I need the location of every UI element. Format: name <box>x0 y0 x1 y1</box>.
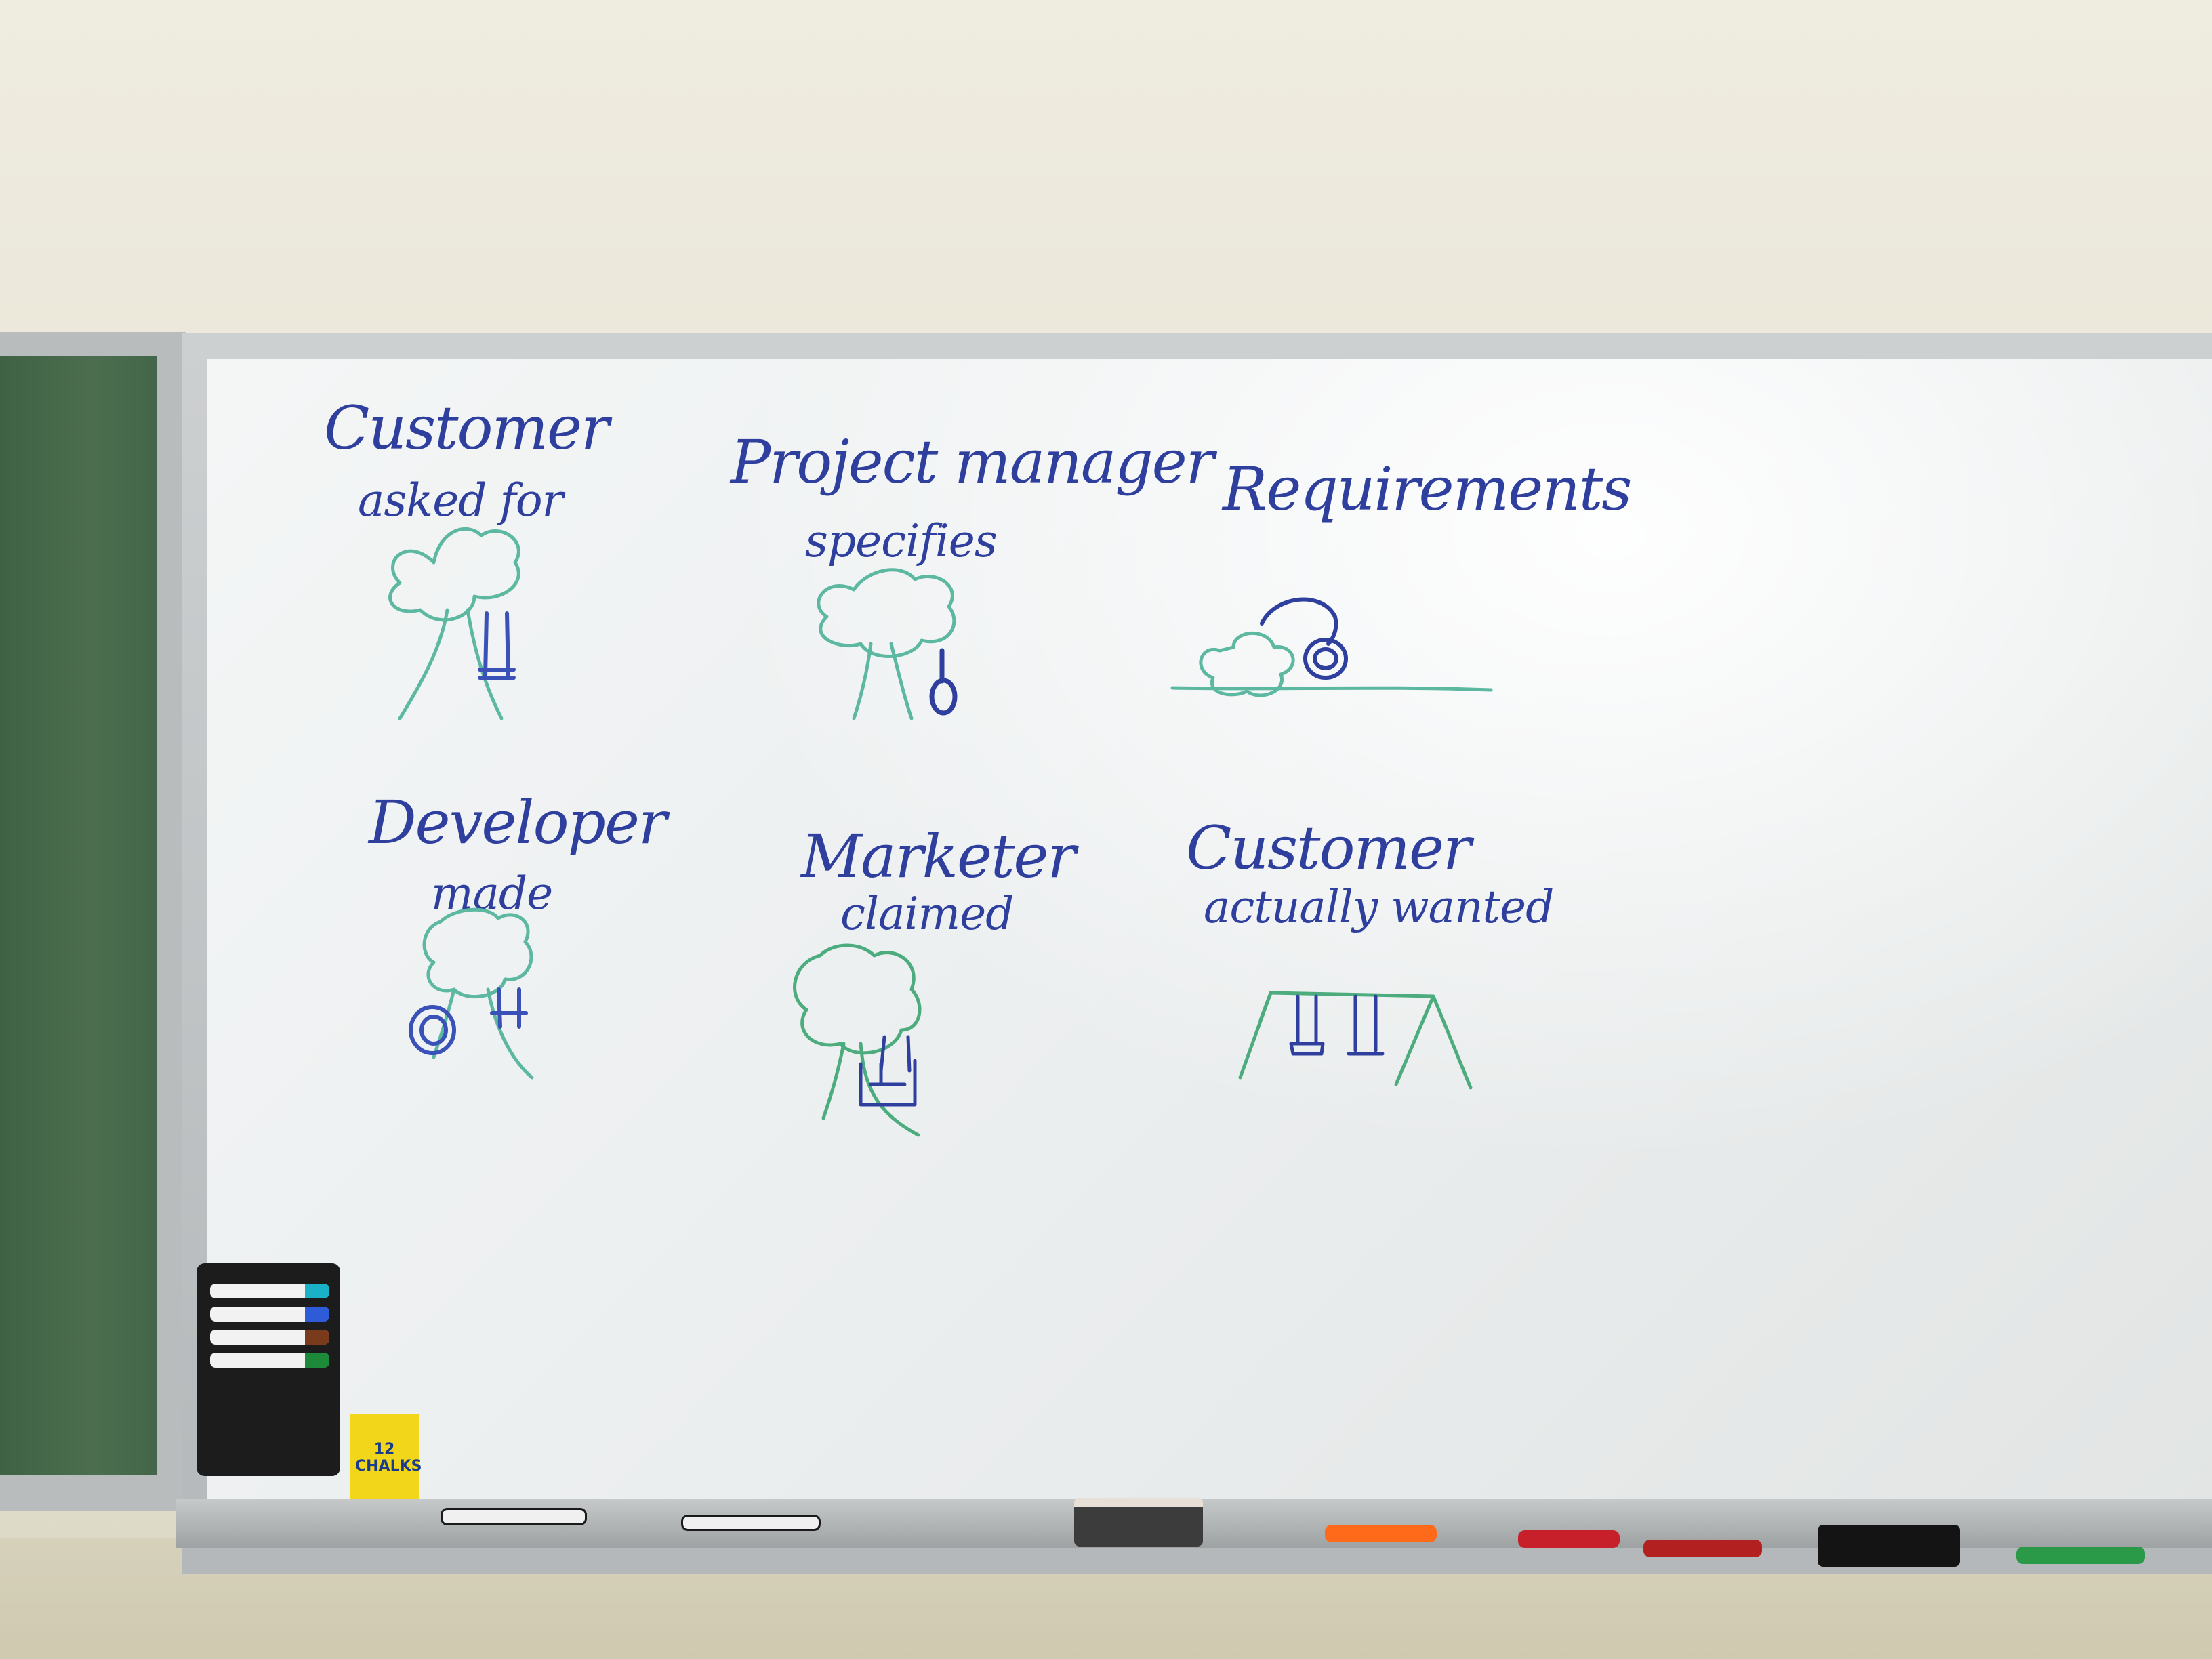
panel-1-swing <box>478 611 516 680</box>
panel-3-tire <box>1260 597 1348 680</box>
chalk-box-word: CHALKS <box>355 1458 422 1475</box>
panel-5-subtitle: claimed <box>840 888 1014 940</box>
panel-6-drawing-swing-set <box>1238 991 1473 1090</box>
panel-6-title: Customer <box>1186 813 1471 883</box>
holder-marker-3[interactable] <box>210 1330 329 1345</box>
panel-2-swing <box>929 648 958 716</box>
panel-5-drawing-tree <box>793 943 922 1137</box>
tray-marker-red-1[interactable] <box>1518 1530 1620 1548</box>
chalkboard-frame <box>0 332 186 1511</box>
tray-eraser-grey[interactable] <box>1074 1498 1203 1547</box>
panel-5-armchair-swing <box>859 1035 917 1107</box>
chalkboard-surface <box>0 356 157 1475</box>
tray-marker-black-1[interactable] <box>441 1508 587 1525</box>
marker-cap <box>305 1307 329 1322</box>
holder-marker-2[interactable] <box>210 1307 329 1322</box>
marker-cap <box>305 1330 329 1345</box>
tray-marker-black-2[interactable] <box>681 1515 821 1531</box>
chalk-box-count: 12 <box>373 1441 395 1458</box>
panel-2-title: Project manager <box>731 427 1214 497</box>
marker-cap <box>305 1353 329 1368</box>
panel-3-drawing-bush <box>1170 631 1493 697</box>
panel-5-title: Marketer <box>801 821 1076 891</box>
chalk-box-label: 12 CHALKS <box>355 1441 422 1475</box>
panel-2-drawing-tree-tire-swing <box>817 568 956 720</box>
holder-marker-4[interactable] <box>210 1353 329 1368</box>
panel-4-swing-parts <box>409 987 528 1055</box>
whiteboard-surface <box>207 359 2212 1525</box>
marker-holder <box>197 1263 340 1476</box>
panel-6-subtitle: actually wanted <box>1204 881 1554 933</box>
panel-1-subtitle: asked for <box>358 474 563 527</box>
marker-cap <box>305 1284 329 1298</box>
tray-marker-green[interactable] <box>2016 1547 2145 1564</box>
panel-4-title: Developer <box>369 787 667 857</box>
tray-eraser-black[interactable] <box>1818 1525 1960 1567</box>
panel-2-subtitle: specifies <box>805 515 998 567</box>
panel-3-title: Requirements <box>1223 454 1632 524</box>
holder-marker-1[interactable] <box>210 1284 329 1298</box>
tray-marker-orange[interactable] <box>1325 1525 1437 1542</box>
tray-marker-red-2[interactable] <box>1643 1540 1762 1557</box>
panel-4-subtitle: made <box>431 867 553 920</box>
panel-1-title: Customer <box>324 393 609 463</box>
panel-1-drawing-tree-bench-swing <box>388 527 520 720</box>
panel-6-swings <box>1289 994 1385 1056</box>
